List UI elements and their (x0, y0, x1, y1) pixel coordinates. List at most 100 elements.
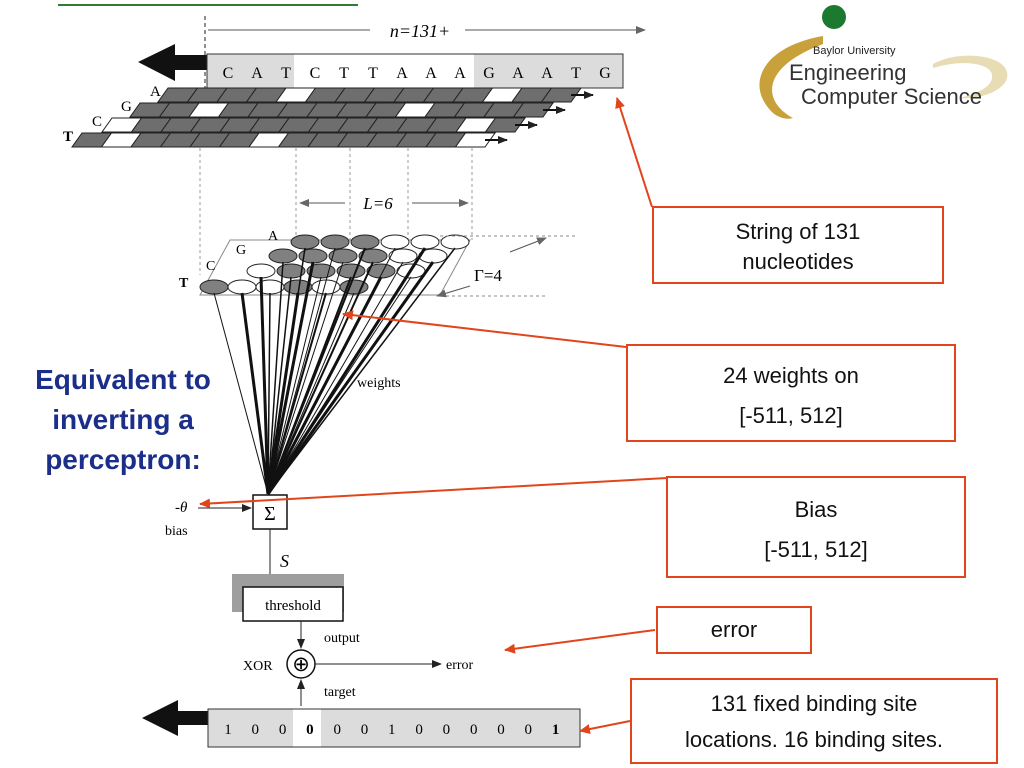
weight-cell (246, 263, 276, 279)
callout-weights: 24 weights on [-511, 512] (626, 344, 956, 442)
weight-line (259, 276, 270, 495)
target-label: target (324, 685, 356, 700)
encoding-row (101, 117, 538, 133)
university-logo: Baylor University Engineering Computer S… (745, 2, 1020, 122)
window-label: L=6 (362, 194, 393, 213)
sequence-base: A (512, 65, 524, 82)
weight-line (266, 261, 315, 495)
weight-line (267, 261, 374, 495)
weight-line (267, 247, 456, 495)
sequence-base: A (454, 65, 466, 82)
sum-symbol: Σ (264, 503, 276, 525)
callout-error: error (656, 606, 812, 654)
row-letter-a: A (150, 84, 161, 100)
weight-line (240, 292, 270, 495)
projection-lines (199, 148, 473, 275)
weight-cell (388, 248, 418, 264)
weight-line (267, 276, 292, 495)
bias-label: bias (165, 524, 188, 539)
error-output-label: error (446, 658, 474, 673)
side-text-line-1: Equivalent to (35, 364, 211, 395)
row-letter-t: T (63, 129, 73, 145)
window-highlight (294, 54, 474, 88)
weights-label: weights (357, 376, 401, 391)
callout-bias-line-1: Bias (794, 497, 838, 522)
weight-cell (410, 234, 440, 250)
encoding-row (71, 132, 508, 148)
binding-bit: 0 (525, 722, 533, 738)
weight-line (267, 247, 396, 495)
logo-dot (822, 5, 846, 29)
grid-letter-t: T (179, 276, 189, 291)
weight-line (267, 247, 306, 495)
gamma-label: Γ=4 (474, 266, 502, 285)
weight-line (266, 261, 435, 495)
encoding-row (157, 87, 594, 103)
grid-letter-a: A (268, 229, 279, 244)
callout-string-line-2: nucleotides (742, 249, 854, 274)
side-text: Equivalent to inverting a perceptron: (4, 360, 242, 480)
sequence-base: T (339, 65, 349, 82)
sequence-base: G (483, 65, 495, 82)
encoding-cell (540, 87, 582, 103)
binding-bit: 0 (470, 722, 478, 738)
threshold-box (242, 586, 344, 622)
binding-bit: 0 (443, 722, 451, 738)
weight-line (267, 247, 366, 495)
binding-bit: 1 (224, 722, 232, 738)
grid-letter-c: C (206, 259, 215, 274)
weight-line (267, 261, 344, 495)
binding-bit: 1 (552, 722, 560, 738)
weight-cell (268, 248, 298, 264)
weight-cell (227, 279, 257, 295)
row-letter-g: G (121, 99, 132, 115)
weight-cell (320, 234, 350, 250)
binding-bit: 0 (333, 722, 341, 738)
sequence-base: T (281, 65, 291, 82)
header-underline (58, 4, 358, 6)
callout-weights-line-1: 24 weights on (723, 363, 859, 388)
binding-bit: 1 (388, 722, 396, 738)
callout-string: String of 131 nucleotides (652, 206, 944, 284)
weight-line (267, 261, 404, 495)
callout-sites: 131 fixed binding site locations. 16 bin… (630, 678, 998, 764)
logo-ampersand (933, 55, 1008, 99)
binding-bit: 0 (361, 722, 369, 738)
sequence-base: G (599, 65, 611, 82)
weight-cell (199, 279, 229, 295)
binding-bit: 0 (252, 722, 260, 738)
output-label: output (324, 631, 360, 646)
encoding-cell (512, 102, 554, 118)
encoding-row (129, 102, 566, 118)
sequence-base: C (223, 65, 234, 82)
binding-bit: 0 (415, 722, 423, 738)
left-arrow (138, 44, 207, 81)
logo-swoosh (759, 36, 823, 119)
encoding-cell (454, 132, 496, 148)
weight-line (266, 247, 427, 495)
bottom-left-arrow (142, 700, 210, 736)
weight-line (267, 261, 284, 495)
weight-line (267, 247, 336, 495)
callout-sites-line-2: locations. 16 binding sites. (684, 727, 944, 752)
encoding-cell (484, 117, 526, 133)
length-label: n=131+ (390, 21, 450, 41)
sequence-base: T (571, 65, 581, 82)
callout-bias: Bias [-511, 512] (666, 476, 966, 578)
callout-error-line-1: error (710, 617, 758, 642)
row-letter-c: C (92, 114, 102, 130)
weight-cell (350, 234, 380, 250)
sequence-base: A (541, 65, 553, 82)
sequence-base: C (310, 65, 321, 82)
weight-cell (380, 234, 410, 250)
callout-sites-line-1: 131 fixed binding site (710, 691, 918, 716)
xor-label: XOR (243, 659, 273, 674)
logo-line-2: Engineering (789, 60, 906, 85)
logo-line-1: Baylor University (813, 45, 896, 57)
weight-cell (290, 234, 320, 250)
threshold-label: threshold (265, 598, 321, 614)
weight-line (267, 292, 327, 495)
callout-weights-line-2: [-511, 512] (739, 403, 843, 428)
